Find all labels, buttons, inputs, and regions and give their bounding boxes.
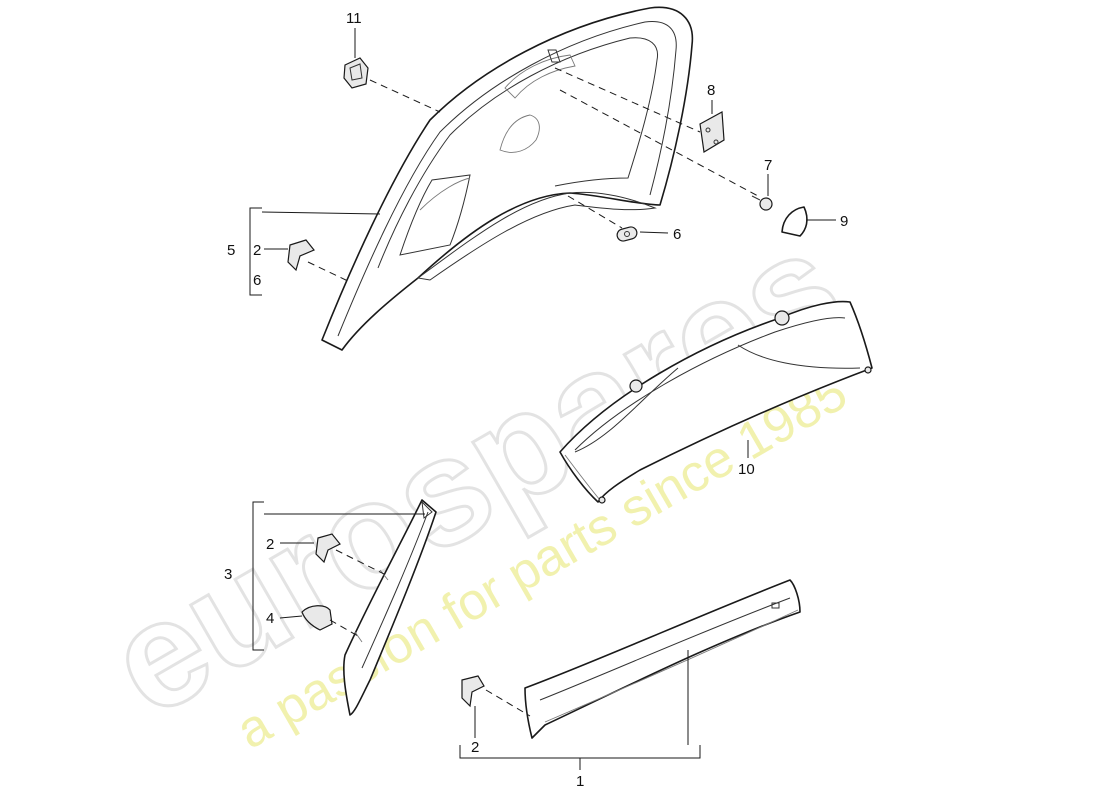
grommet-part-6: [616, 226, 638, 242]
side-trim-outer: [343, 499, 437, 716]
cap-part-9: [781, 206, 808, 237]
callout-7: 7: [764, 157, 772, 174]
clip-part-2-bottom: [461, 675, 485, 708]
sill-trim-outer: [524, 579, 801, 739]
rear-panel-left-curve: [574, 367, 679, 453]
rear-panel-outer: [559, 300, 873, 503]
rear-panel-tab-bottom: [598, 496, 606, 504]
side-trim-panel: [343, 499, 437, 716]
hood-lining-recess: [499, 114, 540, 153]
rear-trim-panel: [559, 300, 873, 504]
clip-part-2-mid: [315, 533, 341, 564]
screw-part-7: [751, 195, 773, 211]
sill-trim-panel: [524, 579, 801, 739]
callouts: 11 8 7 9 6 5 2 6 10 2 3 4 2 1: [224, 10, 848, 790]
clip-part-2-top: [287, 239, 315, 272]
leader-lines: [249, 28, 836, 770]
rear-panel-clip-left: [629, 379, 643, 393]
plate-part-8: [699, 111, 725, 153]
callout-2-top: 2: [253, 242, 261, 259]
hood-lining-lower-rail: [416, 191, 657, 281]
rear-panel-tab-right: [864, 366, 872, 374]
callout-10: 10: [738, 461, 755, 478]
rear-panel-fold: [564, 454, 601, 501]
side-trim-inner: [361, 511, 429, 669]
hood-lining-top-vent: [504, 54, 576, 99]
hood-lining-outer: [321, 6, 694, 351]
callout-9: 9: [840, 213, 848, 230]
clip-part-4: [301, 605, 333, 631]
clip-part-11: [343, 57, 369, 89]
hood-lining-slot: [547, 49, 561, 63]
callout-1: 1: [576, 773, 584, 790]
hood-lining-rib: [419, 177, 471, 211]
side-trim-notch-lower: [354, 631, 363, 643]
hood-lining-left-panel: [399, 174, 471, 256]
hood-lining-inner-panel: [377, 37, 659, 269]
callout-6-right: 6: [673, 226, 681, 243]
rear-panel-center-curve: [737, 344, 861, 369]
callout-6-left: 6: [253, 272, 261, 289]
callout-3: 3: [224, 566, 232, 583]
side-trim-top-tab: [421, 500, 433, 519]
side-trim-notch-upper: [379, 569, 389, 581]
sill-trim-lower-edge: [544, 609, 799, 723]
sill-trim-inner: [539, 597, 791, 701]
callout-8: 8: [707, 82, 715, 99]
callout-2-bottom: 2: [471, 739, 479, 756]
watermark: eurospares a passion for parts since 198…: [81, 196, 868, 760]
callout-4: 4: [266, 610, 274, 627]
hood-lining: [321, 6, 694, 351]
callout-11: 11: [346, 10, 362, 27]
sill-trim-mark: [771, 602, 780, 609]
hood-lining-inner-edge: [337, 21, 677, 337]
callout-2-mid: 2: [266, 536, 274, 553]
rear-panel-clip-right: [774, 310, 790, 326]
callout-5: 5: [227, 242, 235, 259]
